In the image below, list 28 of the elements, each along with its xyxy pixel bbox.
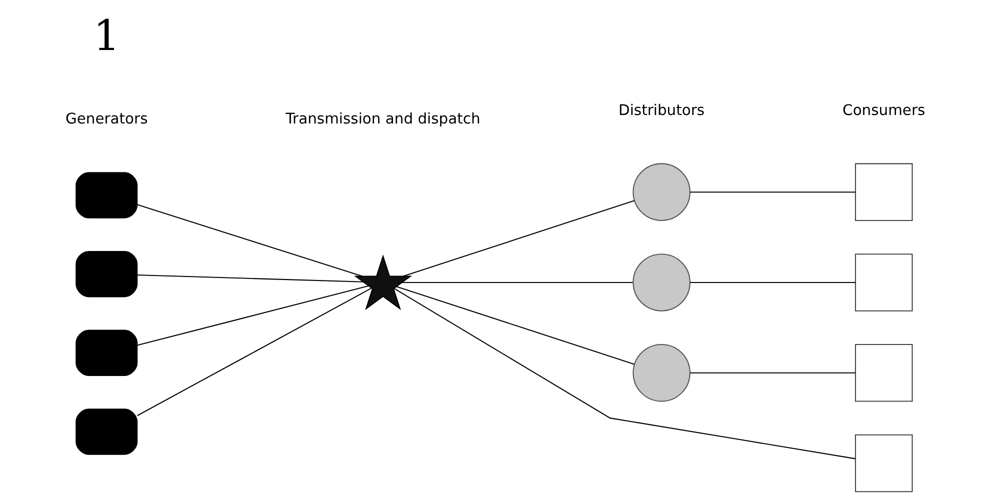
node-box: [854, 434, 912, 492]
connector: [690, 282, 855, 283]
label: Transmission and dispatch: [285, 110, 480, 128]
connector: [393, 288, 855, 460]
node-circle: [632, 344, 690, 402]
label: Generators: [64, 110, 148, 128]
node-box: [75, 408, 138, 455]
connector: [136, 288, 372, 416]
connector: [402, 282, 632, 283]
node-box: [854, 344, 912, 402]
label: Distributors: [618, 102, 704, 120]
node-box: [854, 254, 912, 312]
label: 1: [92, 11, 120, 60]
label: Consumers: [842, 102, 925, 120]
connector: [136, 285, 368, 346]
node-box: [75, 172, 138, 218]
node-box: [75, 250, 138, 298]
node-circle: [632, 163, 690, 221]
node-circle: [632, 254, 690, 312]
node-box: [854, 163, 912, 221]
connector: [396, 286, 634, 365]
connector: [690, 372, 855, 374]
connector: [136, 204, 362, 277]
connector: [136, 274, 363, 282]
node-star: [354, 254, 412, 310]
node-box: [75, 330, 138, 376]
connector: [690, 192, 855, 193]
connector: [402, 200, 634, 277]
